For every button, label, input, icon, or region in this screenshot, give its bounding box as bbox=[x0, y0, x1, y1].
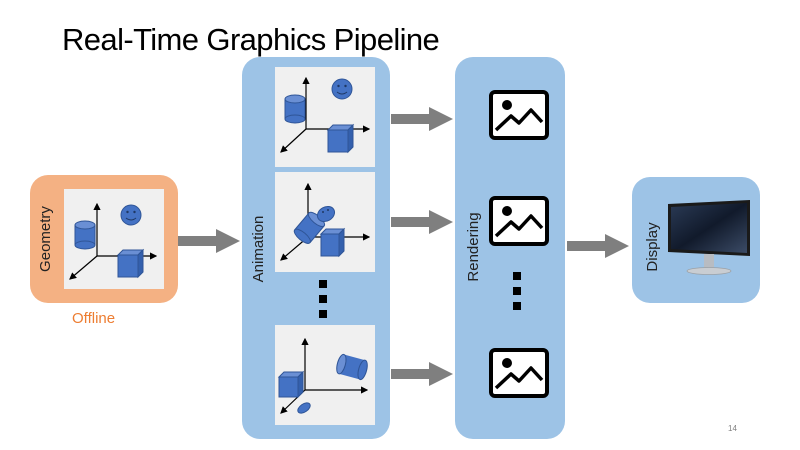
geometry-label: Geometry bbox=[37, 206, 54, 272]
slide-title: Real-Time Graphics Pipeline bbox=[62, 22, 440, 57]
monitor-icon bbox=[668, 200, 750, 275]
arrow-right-icon bbox=[391, 362, 453, 386]
animation-frame-n bbox=[275, 325, 375, 425]
arrow-right-icon bbox=[178, 229, 240, 253]
3d-scene-icon bbox=[277, 337, 369, 414]
image-icon bbox=[489, 90, 549, 140]
animation-frame-1 bbox=[275, 67, 375, 167]
offline-note: Offline bbox=[72, 310, 116, 327]
arrow-right-icon bbox=[391, 210, 453, 234]
3d-scene-icon bbox=[280, 182, 371, 261]
image-icon bbox=[489, 348, 549, 398]
image-icon bbox=[489, 196, 549, 246]
arrow-right-icon bbox=[567, 234, 629, 258]
geometry-scene-card bbox=[64, 189, 164, 289]
animation-label: Animation bbox=[250, 215, 267, 283]
display-label: Display bbox=[644, 222, 661, 272]
3d-scene-icon bbox=[69, 202, 158, 280]
ellipsis-dots bbox=[319, 280, 327, 325]
ellipsis-dots bbox=[513, 272, 521, 317]
page-number: 14 bbox=[728, 424, 737, 433]
animation-frame-2 bbox=[275, 172, 375, 272]
arrow-right-icon bbox=[391, 107, 453, 131]
3d-scene-icon bbox=[280, 76, 371, 154]
rendering-label: Rendering bbox=[465, 212, 482, 282]
